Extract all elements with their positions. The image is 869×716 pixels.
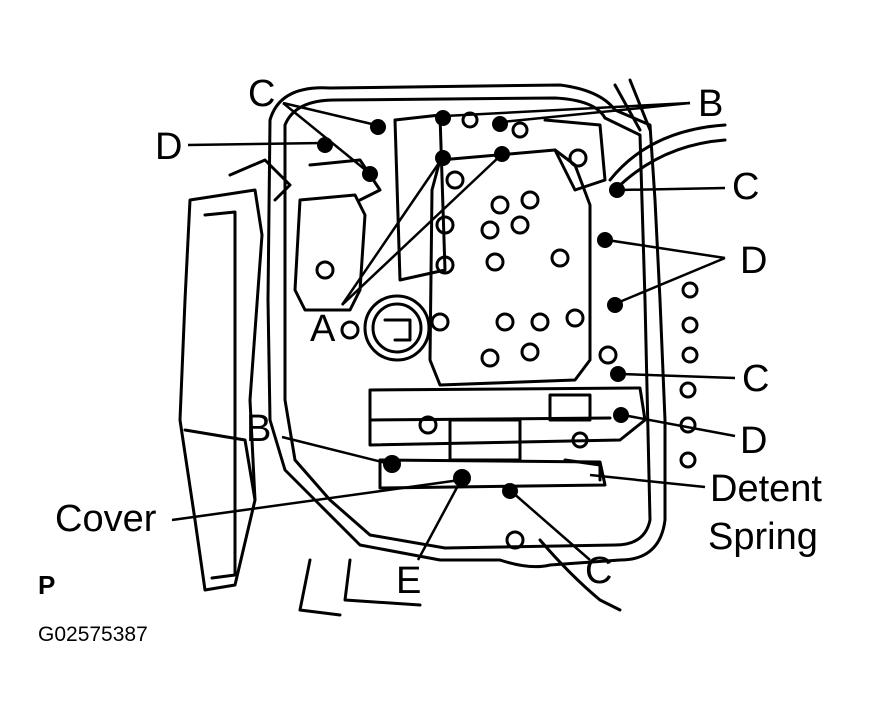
- leader-detent-spring: [589, 473, 706, 489]
- bolt-d: [613, 407, 629, 423]
- label-d-right-lower: D: [740, 420, 768, 462]
- leader-d-right-lower: [622, 413, 736, 438]
- label-d-right-upper: D: [740, 240, 768, 282]
- leader-b-left-lower: [281, 435, 391, 466]
- label-c-right-upper: C: [732, 166, 760, 208]
- leader-d-right-upper-1: [606, 238, 726, 260]
- leader-c-top-left-2: [282, 102, 369, 173]
- bolt-b: [492, 116, 508, 132]
- label-c-right-middle: C: [742, 358, 770, 400]
- leader-c-bottom: [511, 491, 591, 561]
- label-d-top-left: D: [155, 126, 183, 168]
- label-e-bottom: E: [396, 560, 422, 602]
- leader-c-right-middle: [619, 372, 736, 380]
- oil-pan-gasket-outline: [266, 83, 667, 569]
- bolt-b: [435, 110, 451, 126]
- valve-body-plate: [428, 148, 592, 387]
- leader-b-top-right-2: [501, 101, 691, 124]
- leader-cover: [171, 478, 461, 522]
- leader-e: [416, 479, 463, 561]
- label-c-top-left: C: [248, 73, 276, 115]
- bolt-d: [607, 297, 623, 313]
- bolt-b: [383, 455, 401, 473]
- leader-a-1: [340, 159, 443, 306]
- label-b-top-right: B: [698, 83, 724, 125]
- bolt-c: [610, 366, 626, 382]
- bolt-c: [370, 119, 386, 135]
- solenoid-block: [293, 193, 367, 312]
- transmission-case-outline: [178, 188, 264, 592]
- view-letter: P: [38, 570, 56, 600]
- label-cover: Cover: [55, 498, 157, 540]
- bolt-d: [317, 137, 333, 153]
- bolt-c: [609, 182, 625, 198]
- label-a-center: A: [310, 308, 336, 350]
- label-b-left-lower: B: [246, 408, 272, 450]
- oil-tube-right: [608, 123, 727, 182]
- label-detent-spring-line2: Spring: [708, 516, 818, 558]
- leader-c-top-left-1: [282, 101, 377, 127]
- label-detent-spring-line1: Detent: [710, 468, 822, 510]
- label-c-bottom: C: [585, 550, 613, 592]
- leader-a-2: [341, 155, 501, 306]
- leader-c-right-upper: [618, 186, 726, 192]
- figure-id: G02575387: [38, 623, 148, 646]
- bolt-d: [597, 232, 613, 248]
- bolt-e: [453, 469, 471, 487]
- detent-spring-cover: [378, 458, 607, 490]
- leader-d-right-upper-2: [616, 256, 726, 305]
- leader-d-top-left: [187, 141, 324, 147]
- lower-valve-body: [368, 386, 647, 447]
- leader-b-top-right-1: [444, 101, 691, 118]
